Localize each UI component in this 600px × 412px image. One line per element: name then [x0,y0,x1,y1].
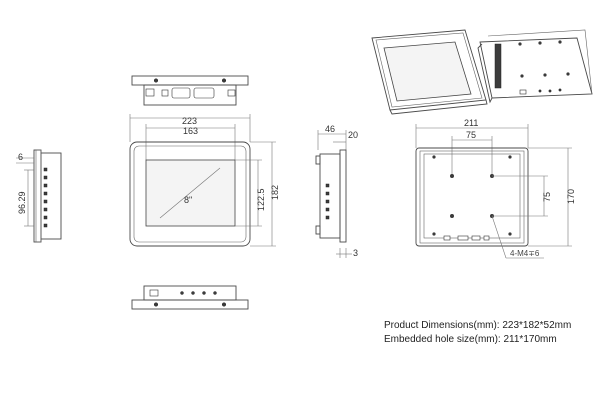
bottom-view [131,285,249,310]
front-inner-height-label: 122.5 [256,188,266,211]
right-side-depth-label: 46 [325,124,335,134]
top-view-screw-left [153,78,159,83]
front-outer-frame [129,141,251,247]
rear-back-panel [423,153,521,239]
dvi-port [193,87,215,99]
right-side-body [319,153,341,239]
top-view-flange [131,75,249,86]
left-side-port-span-label: 96.29 [17,191,27,214]
right-side-bezel-label: 3 [353,248,358,258]
right-side-bezel [339,149,347,243]
rear-hole-y-label: 75 [542,192,552,202]
audio-port [227,89,236,97]
rear-outer-frame [415,147,529,247]
top-view-body [143,84,237,106]
front-height-label: 182 [270,185,280,200]
bottom-view-flange [131,299,249,310]
usb-port [161,89,169,97]
front-view: 223 163 8" 122.5 182 [129,114,280,247]
rear-width-label: 211 [464,118,478,128]
isometric-rear-view [477,29,593,104]
left-side-view: 6 96.29 [16,149,62,243]
right-side-view: 46 20 3 [315,124,358,258]
front-inner-width-label: 163 [183,126,198,136]
top-view-screw-right [221,78,227,83]
right-side-top-depth-label: 20 [348,130,358,140]
front-screen [145,159,236,227]
screw-spec-label: 4-M4∓6 [510,249,540,258]
right-side-ports [325,183,330,220]
screen-diagonal-label: 8" [184,195,192,205]
iso-side-ports [494,43,502,89]
isometric-front-view [371,29,488,115]
front-width-label: 223 [182,116,197,126]
rear-view: 211 75 75 170 4-M4∓6 [415,118,576,259]
mount-hole-1 [450,174,454,178]
iso-screen [383,41,472,102]
rear-height-label: 170 [566,189,576,204]
vga-port [171,87,191,99]
mount-hole-3 [450,214,454,218]
embedded-hole-text: Embedded hole size(mm): 211*170mm [384,334,557,345]
product-dimensions-text: Product Dimensions(mm): 223*182*52mm [384,320,572,331]
top-view [131,75,249,106]
left-side-ports [43,167,48,228]
rear-hole-x-label: 75 [466,130,476,140]
left-side-offset-label: 6 [18,152,23,162]
power-port [145,88,155,97]
left-side-bezel [33,149,42,243]
